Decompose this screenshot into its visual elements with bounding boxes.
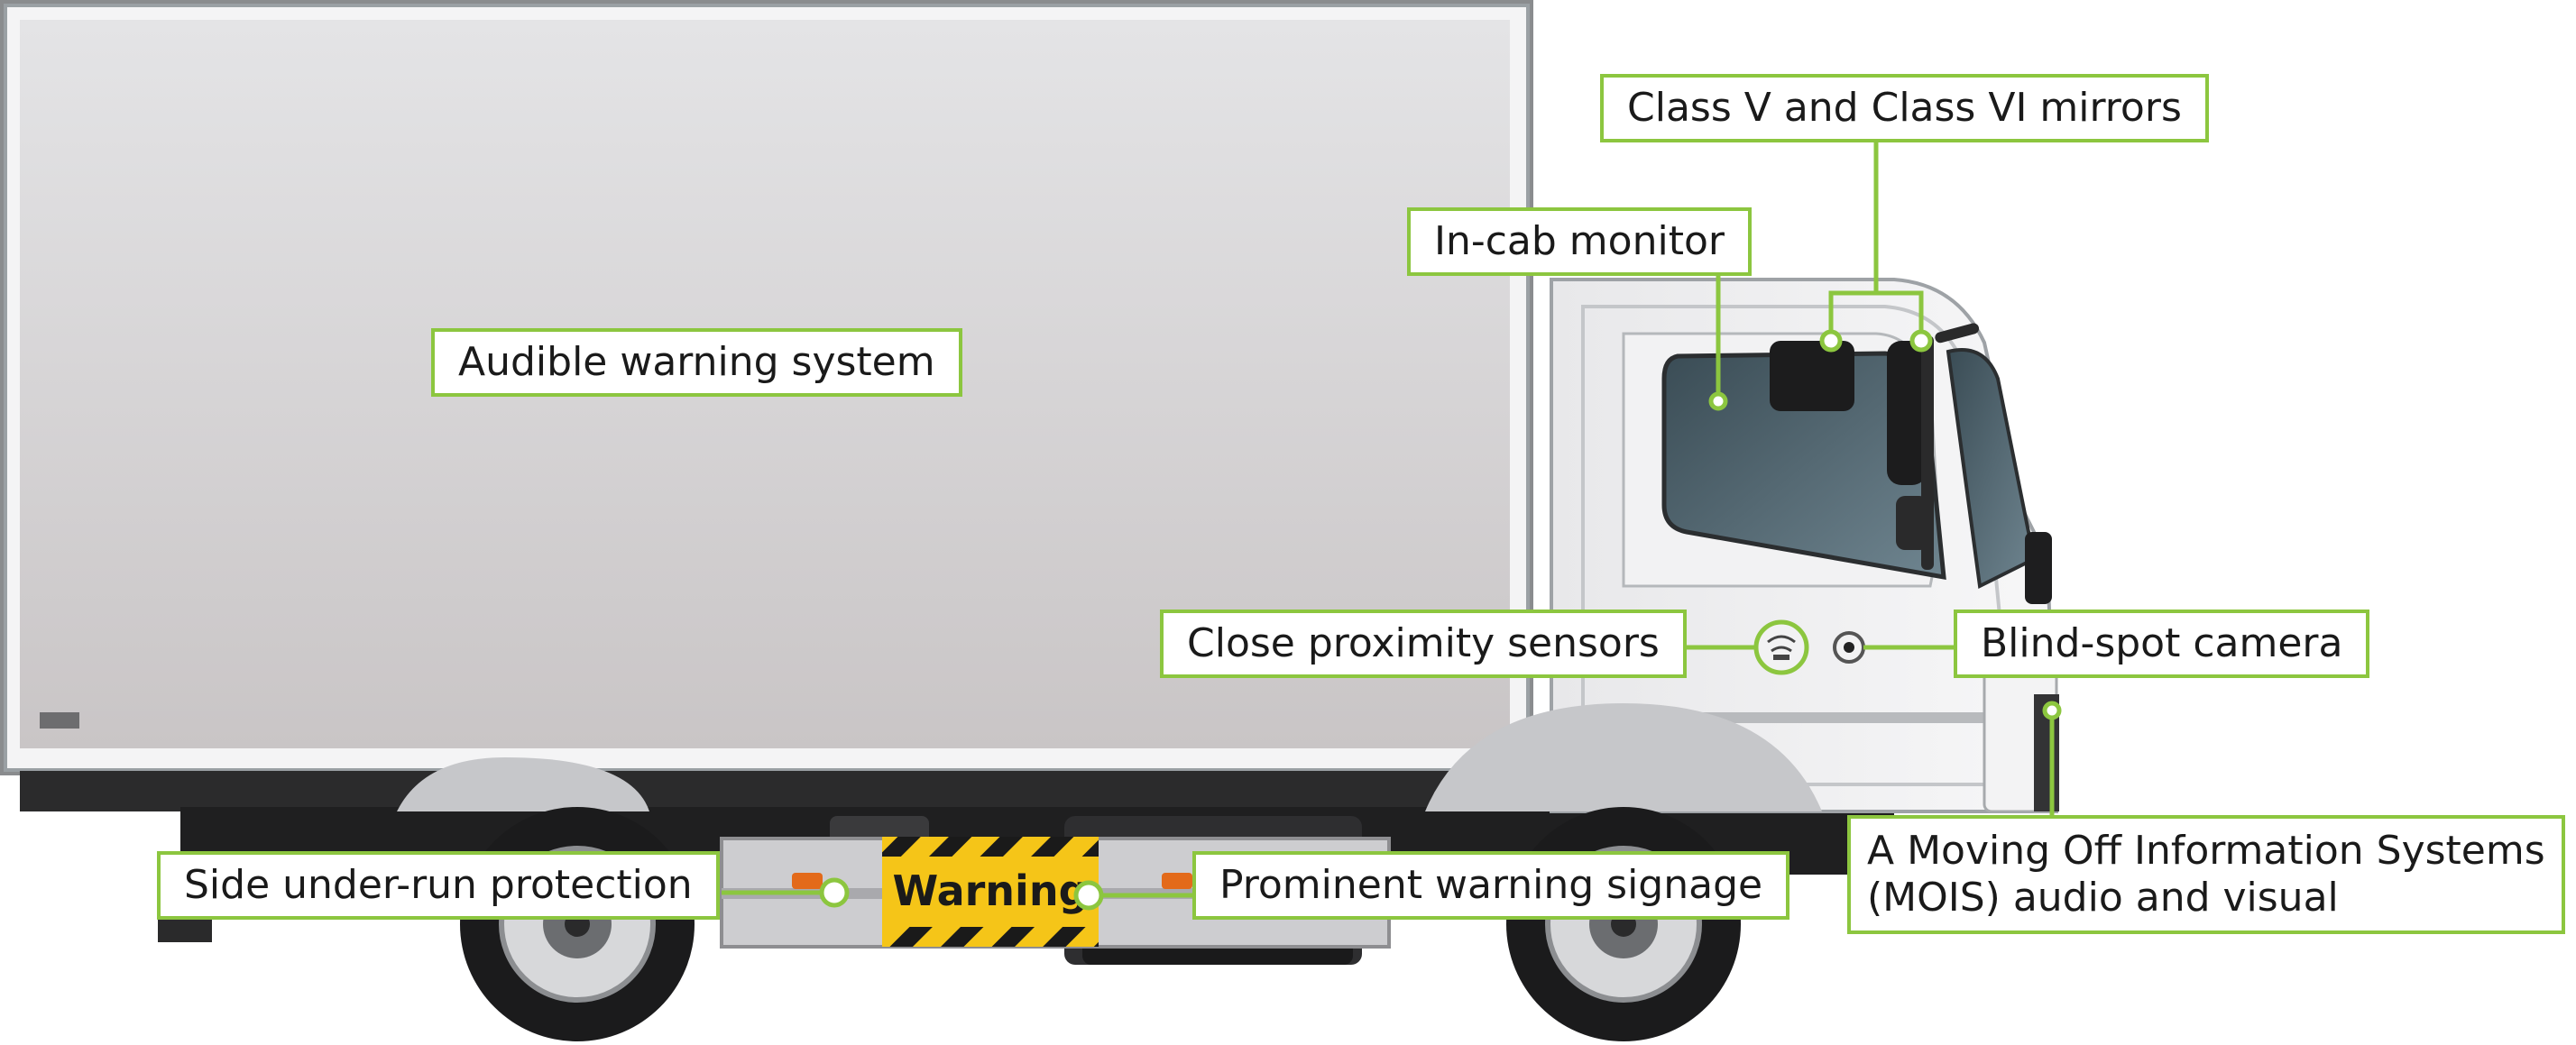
label-in-cab-monitor: In-cab monitor: [1407, 207, 1752, 276]
label-close-proximity-sensors: Close proximity sensors: [1160, 610, 1687, 678]
callout-leaders: [722, 142, 2055, 898]
callout-dots: [819, 329, 2062, 911]
label-mois: A Moving Off Information Systems (MOIS) …: [1847, 815, 2565, 934]
rear-wheel: [460, 807, 695, 1041]
label-class-v-vi-mirrors: Class V and Class VI mirrors: [1600, 74, 2209, 142]
label-blind-spot-camera: Blind-spot camera: [1954, 610, 2370, 678]
proximity-sensor-icon: [1753, 619, 1809, 675]
class-v-vi-mirrors: [1770, 323, 1980, 570]
label-mois-line2: (MOIS) audio and visual: [1867, 875, 2339, 921]
cargo-box: [0, 0, 1535, 811]
label-audible-warning-system: Audible warning system: [431, 328, 962, 397]
label-prominent-warning-signage: Prominent warning signage: [1192, 851, 1790, 920]
blind-spot-camera-icon: [1833, 631, 1865, 664]
front-wheel: [1506, 807, 1741, 1041]
label-side-under-run-protection: Side under-run protection: [157, 851, 720, 920]
warning-sign-text: Warning: [892, 866, 1088, 915]
warning-sign: Warning: [882, 837, 1099, 947]
label-mois-line1: A Moving Off Information Systems: [1867, 828, 2545, 874]
front-mudguard: [1425, 703, 1822, 811]
rear-mudguard: [397, 757, 649, 811]
